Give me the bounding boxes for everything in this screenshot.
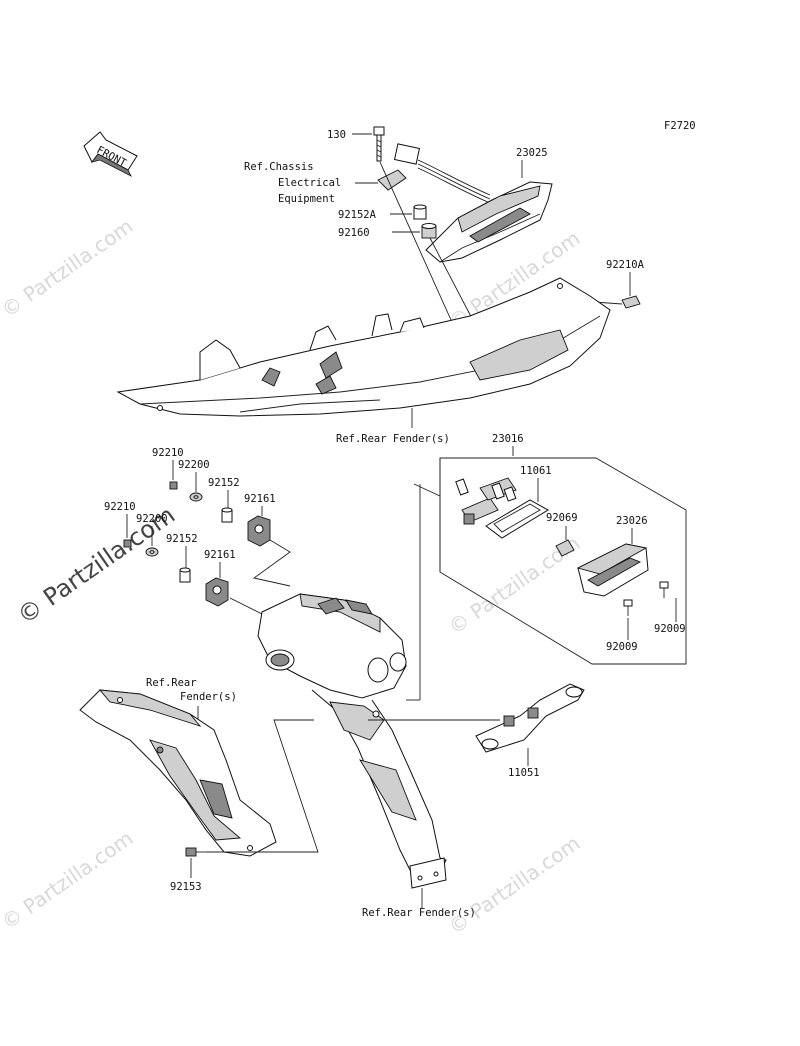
front-arrow-icon: FRONT xyxy=(83,131,138,177)
label-23016: 23016 xyxy=(492,433,524,445)
label-92153: 92153 xyxy=(170,881,202,893)
label-92200-a: 92200 xyxy=(178,459,210,471)
collar-92152-b xyxy=(179,567,191,583)
harness-clamp xyxy=(377,169,407,191)
tail-light-connector xyxy=(393,143,491,204)
watermark-4: © Partzilla.com xyxy=(0,826,137,934)
nut-92210-a xyxy=(169,481,178,490)
screw-92009-b xyxy=(623,599,633,616)
collar-92152A xyxy=(413,204,427,220)
collar-92152-a xyxy=(221,507,233,523)
screw-92009-a xyxy=(659,581,669,598)
washer-92200-a xyxy=(189,492,203,502)
label-11061: 11061 xyxy=(520,465,552,477)
license-lamp-23026 xyxy=(576,543,649,597)
lens-plate-11061 xyxy=(485,499,549,539)
rear-fender-lower xyxy=(79,689,277,857)
label-23025: 23025 xyxy=(516,147,548,159)
label-ref-chassis-1: Ref.Chassis xyxy=(244,161,314,173)
label-92210A: 92210A xyxy=(606,259,645,271)
tail-light-assembly-23025 xyxy=(425,181,553,263)
damper-92161-b xyxy=(205,577,229,607)
label-ref-chassis-3: Equipment xyxy=(278,193,335,205)
label-ref-chassis-2: Electrical xyxy=(278,177,341,189)
washer-92200-b xyxy=(145,547,159,557)
label-ref-rear-2: Fender(s) xyxy=(180,691,237,703)
diagram-code: F2720 xyxy=(664,120,696,132)
label-130: 130 xyxy=(327,129,346,141)
label-92009-a: 92009 xyxy=(654,623,686,635)
label-92200-b: 92200 xyxy=(136,513,168,525)
bolt-92153 xyxy=(185,847,206,857)
label-ref-rear-1: Ref.Rear xyxy=(146,677,197,689)
label-92152-b: 92152 xyxy=(166,533,198,545)
label-92152A: 92152A xyxy=(338,209,377,221)
bolt-130 xyxy=(373,126,385,162)
bulb-92069 xyxy=(555,539,575,557)
damper-92161-a xyxy=(247,515,271,547)
label-92161-a: 92161 xyxy=(244,493,276,505)
label-11051: 11051 xyxy=(508,767,540,779)
label-92210-a: 92210 xyxy=(152,447,184,459)
label-92069: 92069 xyxy=(546,512,578,524)
plate-bracket-11051 xyxy=(475,683,585,753)
label-92152-a: 92152 xyxy=(208,477,240,489)
label-92160: 92160 xyxy=(338,227,370,239)
label-23026: 23026 xyxy=(616,515,648,527)
nut-92210-b xyxy=(123,539,132,548)
rear-fender-undertray xyxy=(116,277,611,417)
grommet-92160 xyxy=(421,223,437,239)
watermark-5: © Partzilla.com xyxy=(444,831,584,939)
license-light-bracket xyxy=(455,477,517,525)
label-92210-b: 92210 xyxy=(104,501,136,513)
license-bracket-frame xyxy=(257,593,447,889)
label-92161-b: 92161 xyxy=(204,549,236,561)
clip-92210A xyxy=(621,295,641,309)
label-ref-rear-fender-top: Ref.Rear Fender(s) xyxy=(336,433,450,445)
label-92009-b: 92009 xyxy=(606,641,638,653)
label-ref-rear-fender-bottom: Ref.Rear Fender(s) xyxy=(362,907,476,919)
watermark-1: © Partzilla.com xyxy=(0,214,137,322)
